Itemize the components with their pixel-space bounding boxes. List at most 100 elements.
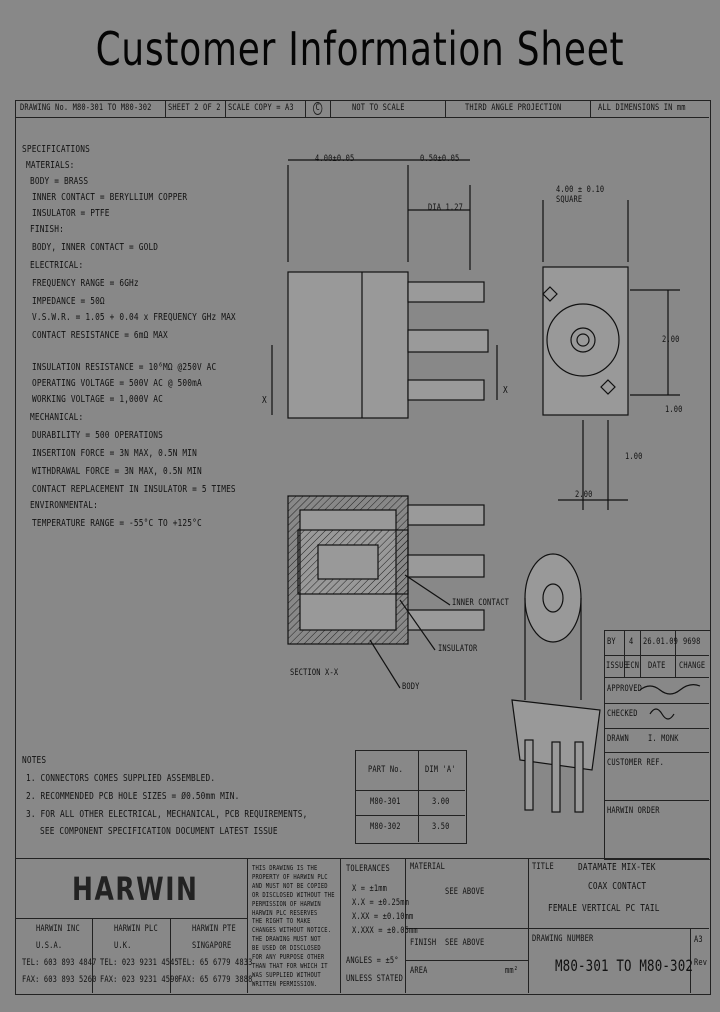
note-line: 3. FOR ALL OTHER ELECTRICAL, MECHANICAL,…	[26, 809, 308, 820]
drawing-number-label: DRAWING NUMBER	[532, 934, 594, 944]
copyright-icon: C	[313, 102, 323, 115]
header-projection: THIRD ANGLE PROJECTION	[465, 103, 562, 113]
spec-line: ENVIRONMENTAL:	[30, 500, 98, 511]
harwin-order-label: HARWIN ORDER	[607, 806, 660, 816]
material-label: MATERIAL	[410, 862, 446, 872]
office-fax: FAX: 023 9231 4590	[100, 975, 179, 985]
copyright-line: THE RIGHT TO MAKE	[252, 917, 311, 926]
rev-cell: CHANGE	[679, 661, 706, 671]
spec-line: V.S.W.R. = 1.05 + 0.04 x FREQUENCY GHz M…	[32, 312, 236, 323]
spec-line: BODY, INNER CONTACT = GOLD	[32, 242, 159, 253]
spec-line: FREQUENCY RANGE = 6GHz	[32, 278, 139, 289]
spec-line: CONTACT REPLACEMENT IN INSULATOR = 5 TIM…	[32, 484, 236, 495]
note-line: 1. CONNECTORS COMES SUPPLIED ASSEMBLED.	[26, 773, 216, 784]
spec-line: BODY = BRASS	[30, 176, 89, 187]
dim-square: 4.00 ± 0.10 SQUARE	[556, 185, 605, 205]
title-line: DATAMATE MIX-TEK	[578, 862, 656, 873]
office-name: HARWIN PLC	[114, 924, 158, 934]
spec-line: CONTACT RESISTANCE = 6mΩ MAX	[32, 330, 168, 341]
header-sheet: SHEET 2 OF 2	[168, 103, 221, 113]
copyright-line: CHANGES WITHOUT NOTICE.	[252, 926, 332, 935]
office-loc: U.K.	[114, 941, 132, 951]
office-tel: TEL: 023 9231 4545	[100, 958, 179, 968]
spec-line: WORKING VOLTAGE = 1,000V AC	[32, 394, 164, 405]
office-loc: SINGAPORE	[192, 941, 232, 951]
spec-line: IMPEDANCE = 50Ω	[32, 296, 105, 307]
title-label: TITLE	[532, 862, 554, 872]
part-table-cell: M80-301	[370, 797, 401, 807]
rev-cell: 9698	[683, 637, 701, 647]
finish-value: SEE ABOVE	[445, 938, 485, 948]
drawing-number: M80-301 TO M80-302	[555, 956, 694, 975]
finish-label: FINISH	[410, 938, 437, 948]
office-name: HARWIN INC	[36, 924, 80, 934]
page-title: Customer Information Sheet	[95, 22, 625, 76]
part-table-cell: M80-302	[370, 822, 401, 832]
copyright-line: HARWIN PLC RESERVES	[252, 908, 318, 917]
tolerance-line: X = ±1mm	[352, 884, 388, 894]
dim-top-width: 4.00±0.05	[315, 154, 355, 164]
approved-label: APPROVED	[607, 684, 643, 694]
rev-cell: ECN	[626, 661, 640, 671]
inner-contact-label: INNER CONTACT	[452, 598, 509, 608]
office-name: HARWIN PTE	[192, 924, 236, 934]
revision-block	[604, 630, 711, 860]
spec-line: ELECTRICAL:	[30, 260, 84, 271]
rev-cell: 4	[629, 637, 634, 647]
spec-line: INNER CONTACT = BERYLLIUM COPPER	[32, 192, 188, 203]
note-line: NOTES	[22, 755, 47, 766]
copyright-line: THE DRAWING MUST NOT	[252, 935, 321, 944]
part-table	[355, 750, 467, 844]
insulator-label: INSULATOR	[438, 644, 478, 654]
tolerance-line: TOLERANCES	[346, 864, 390, 874]
spec-line: SPECIFICATIONS	[22, 144, 90, 155]
customer-ref-label: CUSTOMER REF.	[607, 758, 664, 768]
office-loc: U.S.A.	[36, 941, 63, 951]
area-label: AREA	[410, 966, 428, 976]
header-scale: SCALE COPY = A3	[228, 103, 294, 113]
copyright-line: THAN THAT FOR WHICH IT	[252, 961, 328, 970]
tolerance-line: X.XX = ±0.10mm	[352, 912, 414, 922]
drawn-value: I. MONK	[648, 734, 679, 744]
copyright-line: BE USED OR DISCLOSED	[252, 944, 321, 953]
office-fax: FAX: 603 893 5260	[22, 975, 97, 985]
office-tel: TEL: 603 893 4847	[22, 958, 97, 968]
material-value: SEE ABOVE	[445, 887, 485, 897]
part-table-cell: 3.50	[432, 822, 450, 832]
copyright-line: AND MUST NOT BE COPIED	[252, 881, 328, 890]
tolerance-line: ANGLES = ±5°	[346, 956, 399, 966]
rev-cell: BY	[607, 637, 616, 647]
size-label: A3	[694, 935, 703, 945]
x-marker-left: X	[262, 395, 267, 406]
copyright-line: PROPERTY OF HARWIN PLC	[252, 872, 328, 881]
spec-line: INSERTION FORCE = 3N MAX, 0.5N MIN	[32, 448, 197, 459]
dim-bottom-width: 2.00	[575, 490, 593, 500]
spec-line: INSULATOR = PTFE	[32, 208, 110, 219]
note-line: 2. RECOMMENDED PCB HOLE SIZES = Ø0.50mm …	[26, 791, 240, 802]
header-not-to-scale: NOT TO SCALE	[352, 103, 405, 113]
copyright-line: PERMISSION OF HARWIN	[252, 899, 321, 908]
spec-line: INSULATION RESISTANCE = 10⁶MΩ @250V AC	[32, 362, 217, 373]
office-tel: TEL: 65 6779 4833	[178, 958, 253, 968]
dim-pin-offset: 0.50±0.05	[420, 154, 460, 164]
tolerance-line: X.XXX = ±0.05mm	[352, 926, 418, 936]
copyright-line: OR DISCLOSED WITHOUT THE	[252, 890, 335, 899]
spec-line: WITHDRAWAL FORCE = 3N MAX, 0.5N MIN	[32, 466, 202, 477]
spec-line: MECHANICAL:	[30, 412, 84, 423]
dim-pin-dia: DIA 1.27	[428, 203, 464, 213]
harwin-logo: HARWIN	[72, 870, 199, 908]
title-line: FEMALE VERTICAL PC TAIL	[548, 903, 660, 914]
spec-line: OPERATING VOLTAGE = 500V AC @ 500mA	[32, 378, 202, 389]
area-unit: mm²	[505, 966, 519, 976]
rev-cell: DATE	[648, 661, 666, 671]
rev-label: Rev	[694, 958, 708, 968]
part-table-header-dim: DIM 'A'	[425, 765, 456, 775]
rev-cell: 26.01.09	[643, 637, 679, 647]
copyright-line: THIS DRAWING IS THE	[252, 864, 318, 872]
dim-right: 2.00	[662, 335, 680, 345]
checked-label: CHECKED	[607, 709, 638, 719]
spec-line: TEMPERATURE RANGE = -55°C TO +125°C	[32, 518, 202, 529]
spec-line: MATERIALS:	[26, 160, 75, 171]
note-line: SEE COMPONENT SPECIFICATION DOCUMENT LAT…	[40, 826, 278, 837]
office-fax: FAX: 65 6779 3888	[178, 975, 253, 985]
